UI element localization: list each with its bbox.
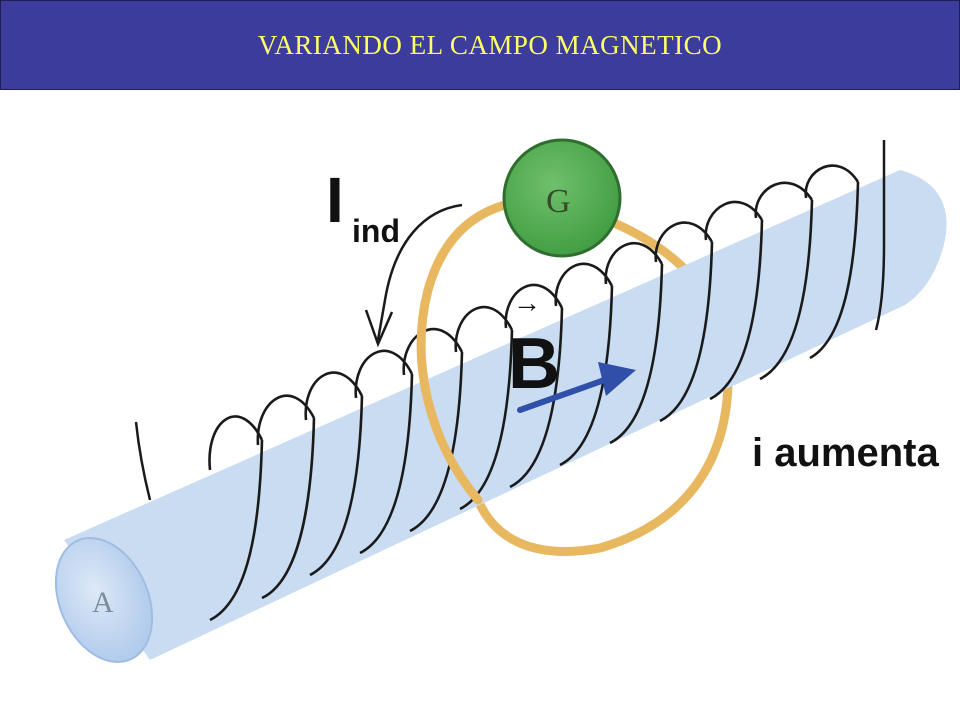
current-increase-label: i aumenta <box>752 431 939 475</box>
field-vector-arrow: → <box>513 287 541 318</box>
magnetic-field-arrowhead <box>598 362 636 396</box>
magnetic-field-arrow <box>517 375 613 413</box>
galvanometer <box>502 138 622 258</box>
loop-front-arc <box>416 200 510 505</box>
rod-end-face <box>54 536 154 664</box>
galvanometer-label: G <box>546 183 571 220</box>
induced-current-arrowhead <box>364 309 394 348</box>
title-bar: VARIANDO EL CAMPO MAGNETICO <box>0 0 960 90</box>
magnetic-field-symbol: B <box>508 324 560 404</box>
coil-lead-right <box>874 140 886 331</box>
induced-current-arrow <box>376 203 463 341</box>
induced-current-symbol: I <box>326 164 344 236</box>
rod-end-label: A <box>92 586 114 619</box>
slide-title: VARIANDO EL CAMPO MAGNETICO <box>257 29 723 60</box>
coil-lead-left <box>134 421 152 501</box>
induced-current-subscript: ind <box>352 213 400 249</box>
